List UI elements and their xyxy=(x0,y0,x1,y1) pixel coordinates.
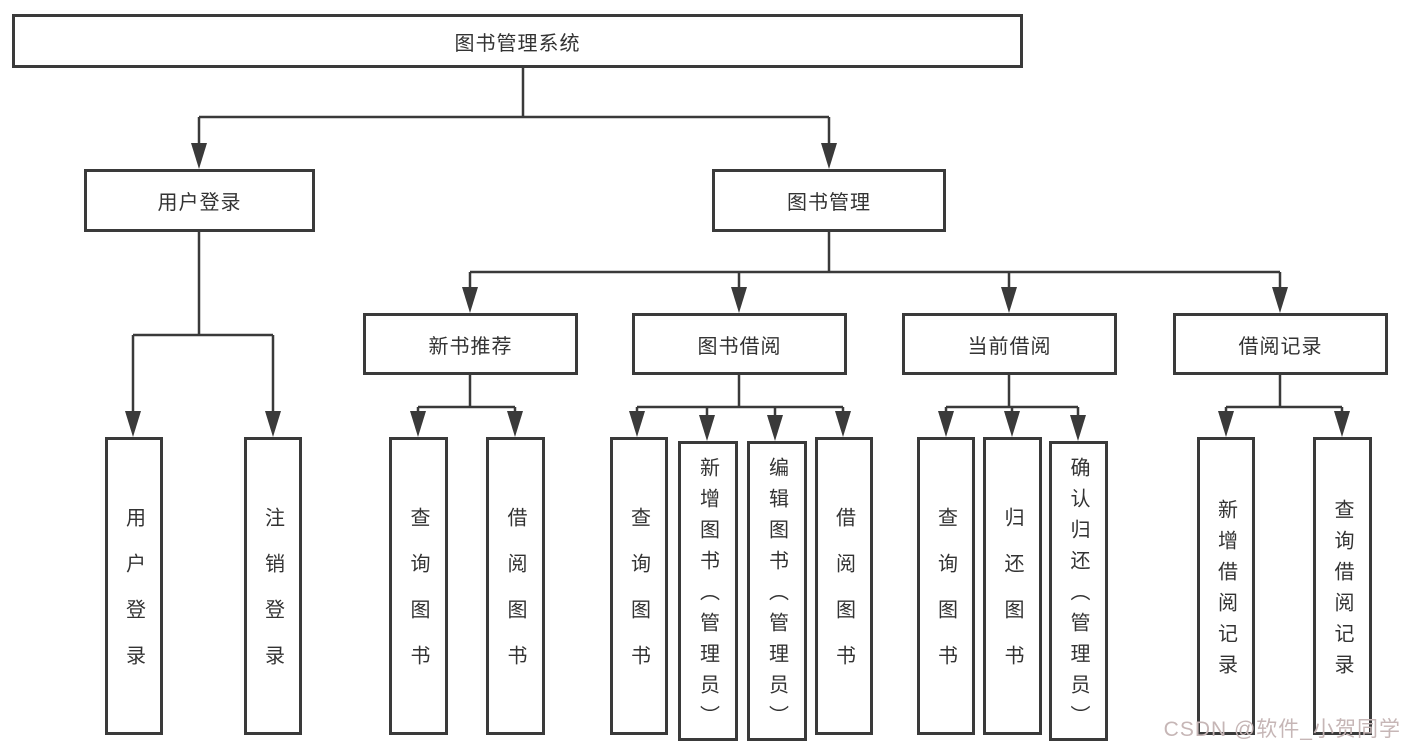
node-new-book-recommend: 新书推荐 xyxy=(363,313,578,375)
node-label: 当前借阅 xyxy=(967,335,1052,358)
connector-bookborrow-to-leaves xyxy=(635,375,845,416)
node-book-management: 图书管理 xyxy=(712,169,946,232)
leaf-query-borrow-record: 查询借阅记录 xyxy=(1313,437,1372,735)
arrowhead xyxy=(1218,411,1234,437)
connector-root-to-level2 xyxy=(197,68,831,146)
arrowhead xyxy=(731,287,747,313)
node-borrowing-records: 借阅记录 xyxy=(1173,313,1388,375)
connector-newbooks-to-leaves xyxy=(416,375,517,413)
leaf-label: 归还图书 xyxy=(1001,507,1023,691)
leaf-borrow-books: 借阅图书 xyxy=(815,437,873,735)
leaf-query-books: 查询图书 xyxy=(389,437,448,735)
leaf-label: 借阅图书 xyxy=(832,507,855,691)
arrowheads xyxy=(125,143,1350,441)
arrowhead xyxy=(938,411,954,437)
arrowhead xyxy=(507,411,523,437)
leaf-label: 新增图书（管理员） xyxy=(696,457,719,736)
leaf-return-books: 归还图书 xyxy=(983,437,1042,735)
arrowhead xyxy=(821,143,837,169)
arrowhead xyxy=(265,411,281,437)
arrowhead xyxy=(1070,415,1086,441)
node-label: 图书管理 xyxy=(787,192,871,214)
arrowhead xyxy=(1004,411,1020,437)
arrowhead xyxy=(1001,287,1017,313)
connector-currentborrow-to-leaves xyxy=(944,375,1080,416)
node-book-borrowing: 图书借阅 xyxy=(632,313,847,375)
leaf-label: 新增借阅记录 xyxy=(1214,498,1237,685)
leaf-label: 注销登录 xyxy=(261,507,284,691)
arrowhead xyxy=(462,287,478,313)
leaf-label: 查询借阅记录 xyxy=(1331,498,1353,685)
node-label: 新书推荐 xyxy=(428,335,513,358)
leaf-label: 借阅图书 xyxy=(504,507,526,691)
arrowhead xyxy=(1334,411,1350,437)
node-label: 借阅记录 xyxy=(1238,335,1323,358)
leaf-logout: 注销登录 xyxy=(244,437,302,735)
connector-userlogin-to-leaves xyxy=(131,232,275,412)
node-current-borrowing: 当前借阅 xyxy=(902,313,1117,375)
leaf-edit-books-admin: 编辑图书（管理员） xyxy=(747,441,807,741)
node-label: 图书管理系统 xyxy=(454,32,581,55)
leaf-add-books-admin: 新增图书（管理员） xyxy=(678,441,738,741)
leaf-user-login: 用户登录 xyxy=(105,437,163,735)
arrowhead xyxy=(125,411,141,437)
leaf-label: 用户登录 xyxy=(122,507,145,691)
arrowhead xyxy=(191,143,207,169)
leaf-query-books: 查询图书 xyxy=(610,437,668,735)
leaf-query-books: 查询图书 xyxy=(917,437,975,735)
leaf-confirm-return-admin: 确认归还（管理员） xyxy=(1049,441,1108,741)
leaf-label: 查询图书 xyxy=(407,507,429,691)
leaf-borrow-books: 借阅图书 xyxy=(486,437,545,735)
leaf-label: 查询图书 xyxy=(627,507,650,691)
leaf-label: 查询图书 xyxy=(934,507,957,691)
connector-borrowrecords-to-leaves xyxy=(1224,375,1344,413)
leaf-label: 确认归还（管理员） xyxy=(1067,457,1089,736)
arrowhead xyxy=(699,415,715,441)
leaf-add-borrow-record: 新增借阅记录 xyxy=(1197,437,1255,735)
arrowhead xyxy=(767,415,783,441)
arrowhead xyxy=(1272,287,1288,313)
connector-bookmgmt-to-level3 xyxy=(468,232,1282,290)
node-label: 图书借阅 xyxy=(697,335,782,358)
node-user-login: 用户登录 xyxy=(84,169,315,232)
node-label: 用户登录 xyxy=(157,192,242,214)
node-library-management-system: 图书管理系统 xyxy=(12,14,1023,68)
arrowhead xyxy=(629,411,645,437)
arrowhead xyxy=(835,411,851,437)
arrowhead xyxy=(410,411,426,437)
leaf-label: 编辑图书（管理员） xyxy=(765,457,788,736)
